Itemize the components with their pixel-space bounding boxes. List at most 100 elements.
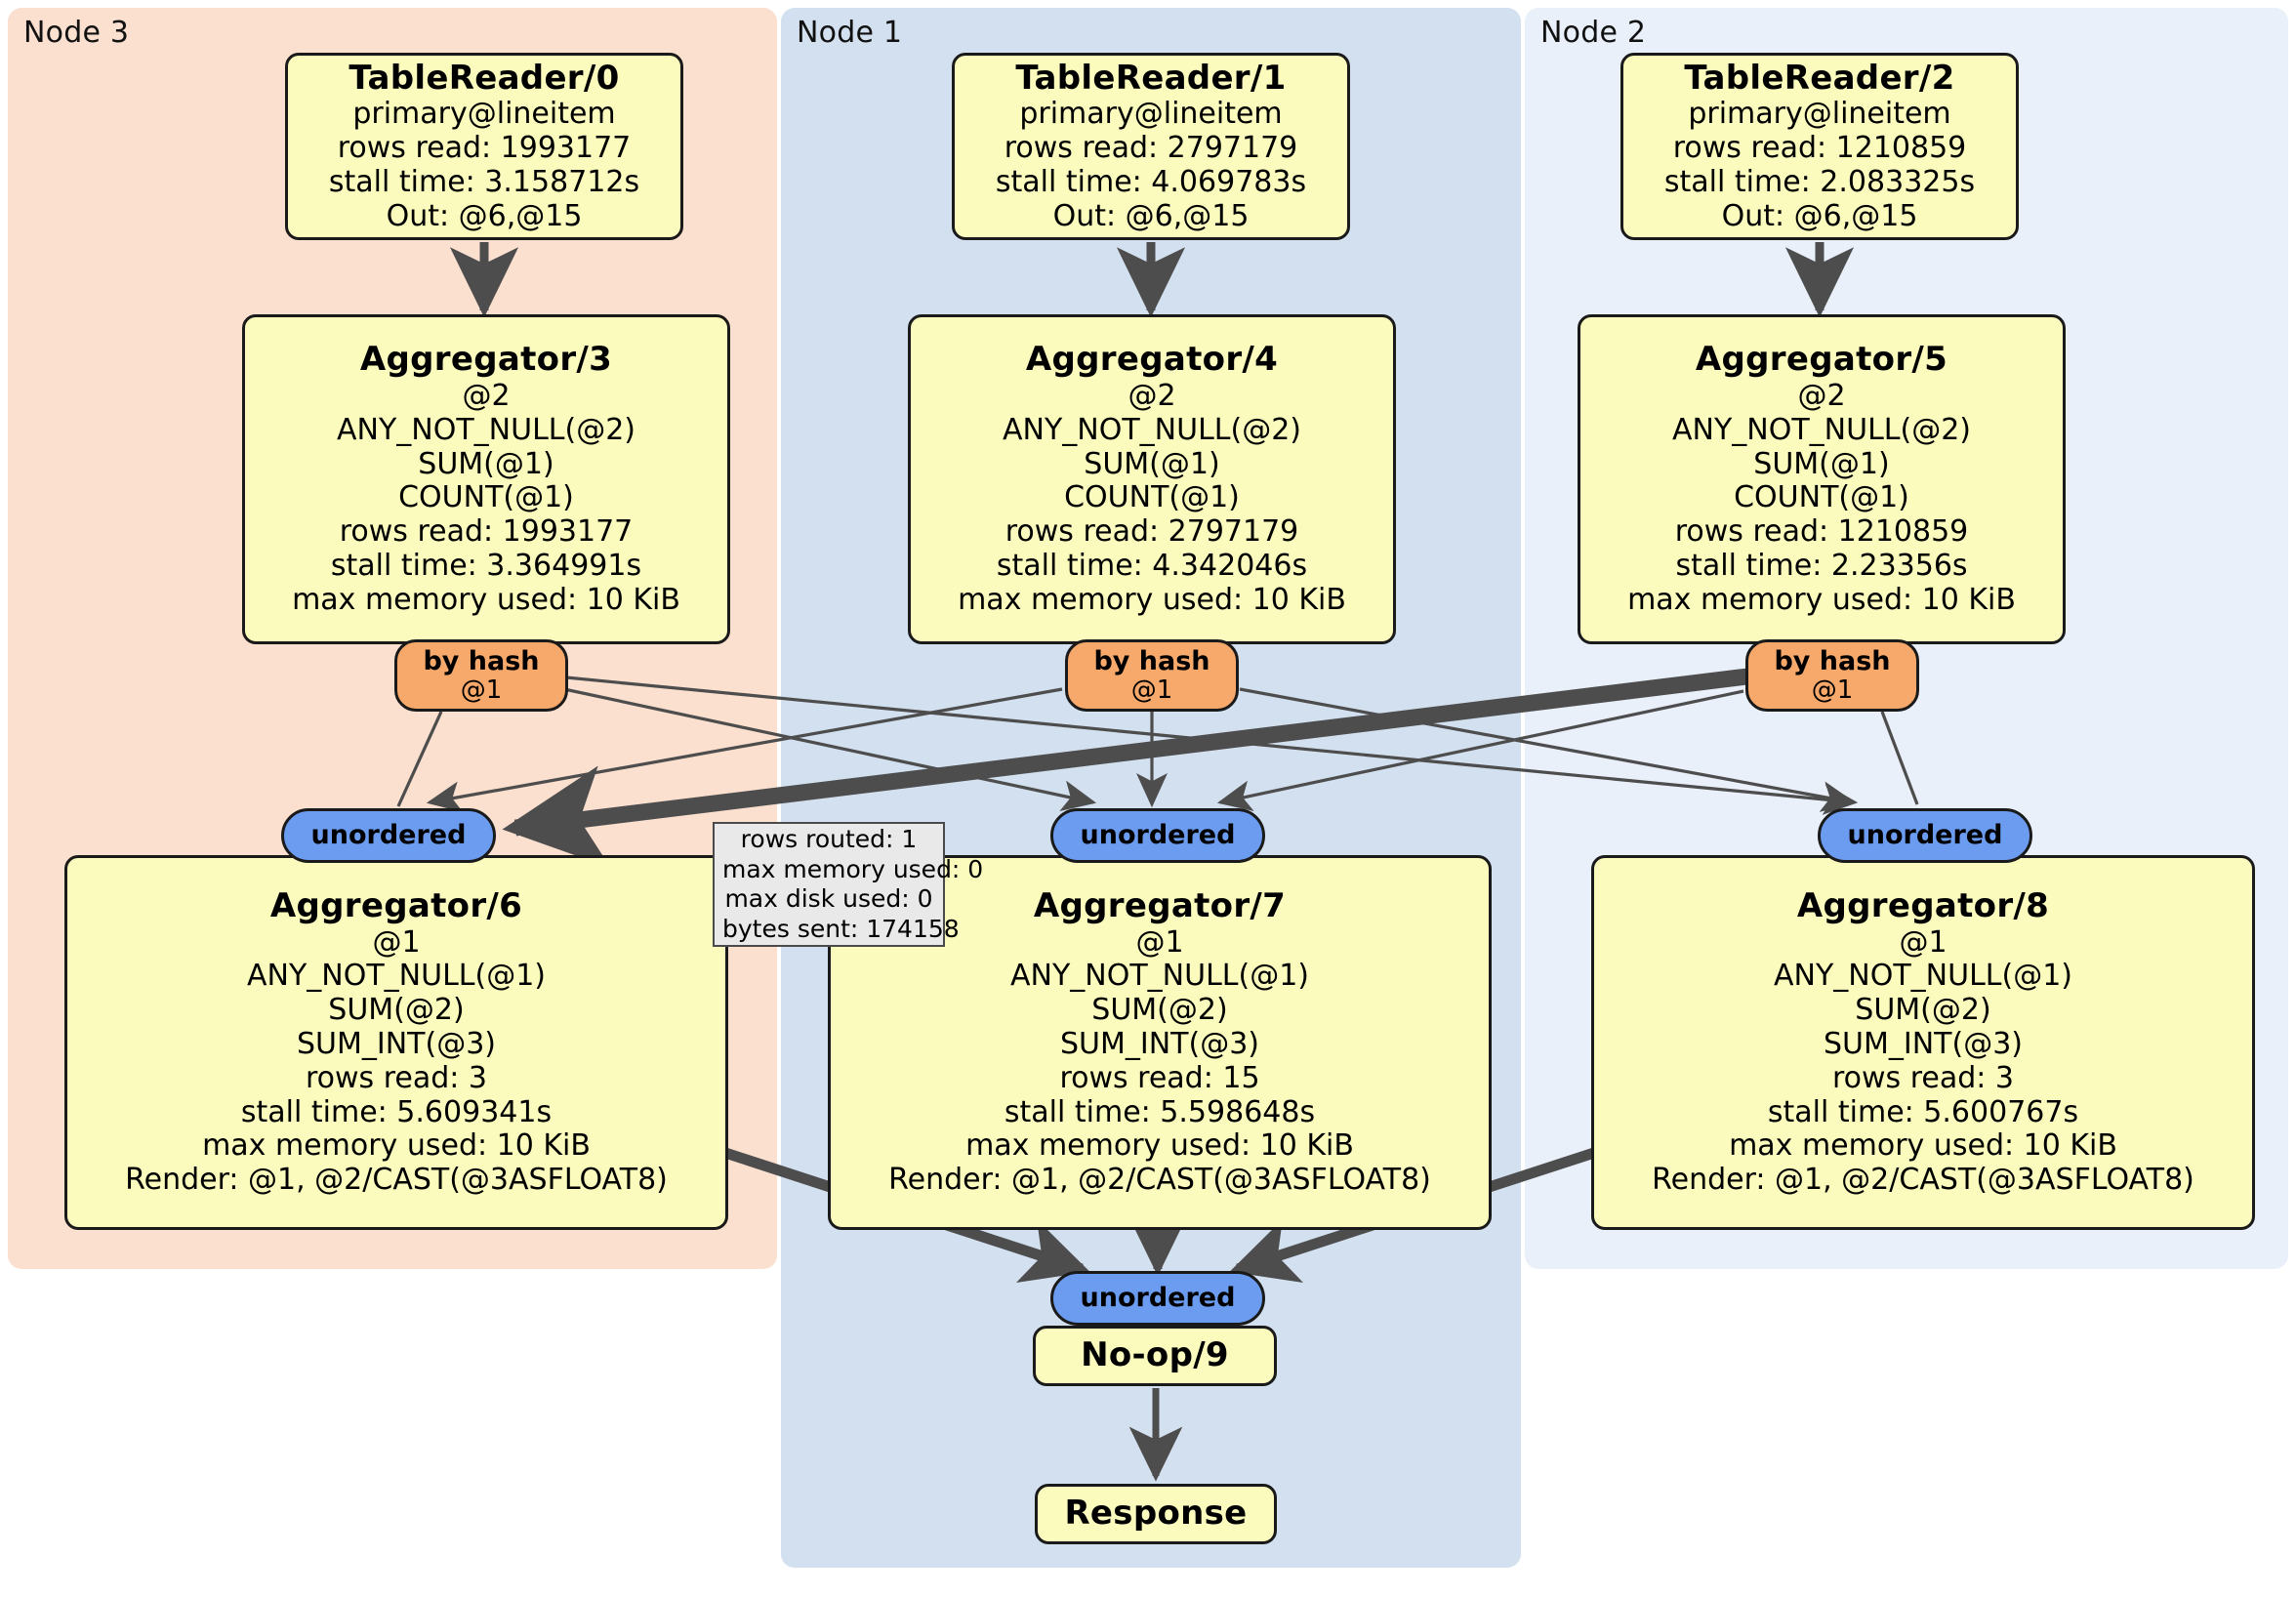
- node-detail-line: ANY_NOT_NULL(@1): [1010, 959, 1309, 994]
- node-title: Aggregator/6: [269, 886, 523, 926]
- unordered-pill-label: unordered: [310, 820, 467, 851]
- pill-unordered-final[interactable]: unordered: [1050, 1271, 1265, 1326]
- pill-byhash-node2[interactable]: by hash@1: [1745, 639, 1919, 712]
- node-detail-line: max memory used: 10 KiB: [1627, 582, 2016, 617]
- node-detail-line: @1: [1899, 924, 1948, 960]
- pill-unordered-node1[interactable]: unordered: [1050, 808, 1265, 863]
- cluster-label-node3: Node 3: [23, 16, 130, 50]
- node-detail-line: rows read: 15: [1059, 1060, 1260, 1095]
- node-detail-line: max memory used: 10 KiB: [958, 582, 1346, 617]
- node-title: Aggregator/3: [359, 340, 613, 380]
- cluster-label-node2: Node 2: [1540, 16, 1647, 50]
- node-detail-line: ANY_NOT_NULL(@1): [247, 959, 546, 994]
- hash-pill-column: @1: [1811, 675, 1854, 705]
- node-detail-line: COUNT(@1): [1064, 480, 1240, 515]
- node-detail-line: SUM(@1): [1753, 446, 1890, 481]
- node-detail-line: max memory used: 10 KiB: [1729, 1128, 2117, 1164]
- node-detail-line: rows read: 2797179: [1004, 514, 1299, 550]
- node-title: TableReader/0: [348, 58, 620, 98]
- node-detail-line: primary@lineitem: [352, 97, 616, 132]
- node-detail-line: stall time: 4.342046s: [996, 548, 1308, 583]
- node-detail-line: primary@lineitem: [1019, 97, 1283, 132]
- pill-byhash-node3[interactable]: by hash@1: [394, 639, 568, 712]
- hash-pill-column: @1: [1130, 675, 1173, 705]
- node-detail-line: SUM(@2): [1091, 993, 1228, 1028]
- pill-unordered-node3[interactable]: unordered: [281, 808, 496, 863]
- node-detail-line: SUM_INT(@3): [297, 1026, 496, 1061]
- node-detail-line: SUM_INT(@3): [1060, 1026, 1259, 1061]
- node-title: Aggregator/5: [1695, 340, 1948, 380]
- node-detail-line: Render: @1, @2/CAST(@3ASFLOAT8): [888, 1163, 1431, 1198]
- node-detail-line: ANY_NOT_NULL(@2): [1003, 412, 1301, 447]
- node-detail-line: rows read: 3: [305, 1060, 488, 1095]
- node-detail-line: SUM(@1): [418, 446, 554, 481]
- node-detail-line: Out: @6,@15: [1052, 198, 1250, 233]
- node-detail-line: Out: @6,@15: [1721, 198, 1918, 233]
- node-title: TableReader/2: [1684, 58, 1955, 98]
- node-detail-line: Render: @1, @2/CAST(@3ASFLOAT8): [1652, 1163, 2194, 1198]
- node-detail-line: @2: [1128, 378, 1176, 413]
- node-title: Response: [1064, 1494, 1248, 1534]
- unordered-pill-label: unordered: [1080, 1283, 1236, 1314]
- node-detail-line: stall time: 3.158712s: [328, 164, 640, 199]
- hash-pill-label: by hash: [1093, 645, 1210, 676]
- node-detail-line: ANY_NOT_NULL(@2): [1672, 412, 1971, 447]
- node-detail-line: COUNT(@1): [398, 480, 574, 515]
- tooltip-stat-line: rows routed: 1: [740, 825, 918, 853]
- hash-pill-label: by hash: [1774, 645, 1891, 676]
- node-detail-line: rows read: 1993177: [339, 514, 634, 550]
- node-detail-line: SUM(@1): [1084, 446, 1220, 481]
- node-detail-line: stall time: 2.23356s: [1675, 548, 1968, 583]
- node-title: TableReader/1: [1015, 58, 1287, 98]
- node-detail-line: rows read: 1210859: [1672, 130, 1967, 165]
- node-detail-line: stall time: 5.609341s: [240, 1094, 553, 1129]
- tooltip-stat-line: max memory used: 0: [722, 854, 984, 883]
- node-detail-line: @1: [1135, 924, 1184, 960]
- node-detail-line: ANY_NOT_NULL(@2): [337, 412, 636, 447]
- node-detail-line: Render: @1, @2/CAST(@3ASFLOAT8): [125, 1163, 668, 1198]
- node-detail-line: stall time: 2.083325s: [1663, 164, 1976, 199]
- unordered-pill-label: unordered: [1080, 820, 1236, 851]
- hash-pill-label: by hash: [423, 645, 540, 676]
- node-detail-line: Out: @6,@15: [386, 198, 583, 233]
- node-detail-line: rows read: 1993177: [337, 130, 632, 165]
- pill-unordered-node2[interactable]: unordered: [1818, 808, 2032, 863]
- node-detail-line: stall time: 5.600767s: [1767, 1094, 2079, 1129]
- node-detail-line: @2: [1797, 378, 1846, 413]
- node-detail-line: SUM(@2): [1855, 993, 1991, 1028]
- node-response[interactable]: Response: [1035, 1484, 1277, 1544]
- node-detail-line: max memory used: 10 KiB: [202, 1128, 591, 1164]
- hash-pill-column: @1: [460, 675, 503, 705]
- node-title: Aggregator/4: [1025, 340, 1279, 380]
- node-detail-line: rows read: 3: [1831, 1060, 2015, 1095]
- node-detail-line: stall time: 4.069783s: [995, 164, 1307, 199]
- tooltip-stat-line: max disk used: 0: [724, 884, 933, 913]
- node-detail-line: @1: [372, 924, 421, 960]
- pill-byhash-node1[interactable]: by hash@1: [1065, 639, 1239, 712]
- node-detail-line: stall time: 3.364991s: [330, 548, 642, 583]
- node-detail-line: rows read: 1210859: [1674, 514, 1969, 550]
- node-detail-line: @2: [462, 378, 511, 413]
- tooltip-stat-line: bytes sent: 174158: [722, 914, 960, 943]
- node-detail-line: SUM_INT(@3): [1824, 1026, 2023, 1061]
- node-detail-line: COUNT(@1): [1734, 480, 1909, 515]
- node-detail-line: ANY_NOT_NULL(@1): [1774, 959, 2072, 994]
- node-title: Aggregator/8: [1796, 886, 2050, 926]
- cluster-label-node1: Node 1: [797, 16, 903, 50]
- unordered-pill-label: unordered: [1847, 820, 2003, 851]
- node-detail-line: primary@lineitem: [1688, 97, 1951, 132]
- node-title: No-op/9: [1081, 1335, 1229, 1375]
- node-detail-line: stall time: 5.598648s: [1004, 1094, 1316, 1129]
- node-noop9[interactable]: No-op/9: [1033, 1326, 1277, 1386]
- node-detail-line: max memory used: 10 KiB: [292, 582, 680, 617]
